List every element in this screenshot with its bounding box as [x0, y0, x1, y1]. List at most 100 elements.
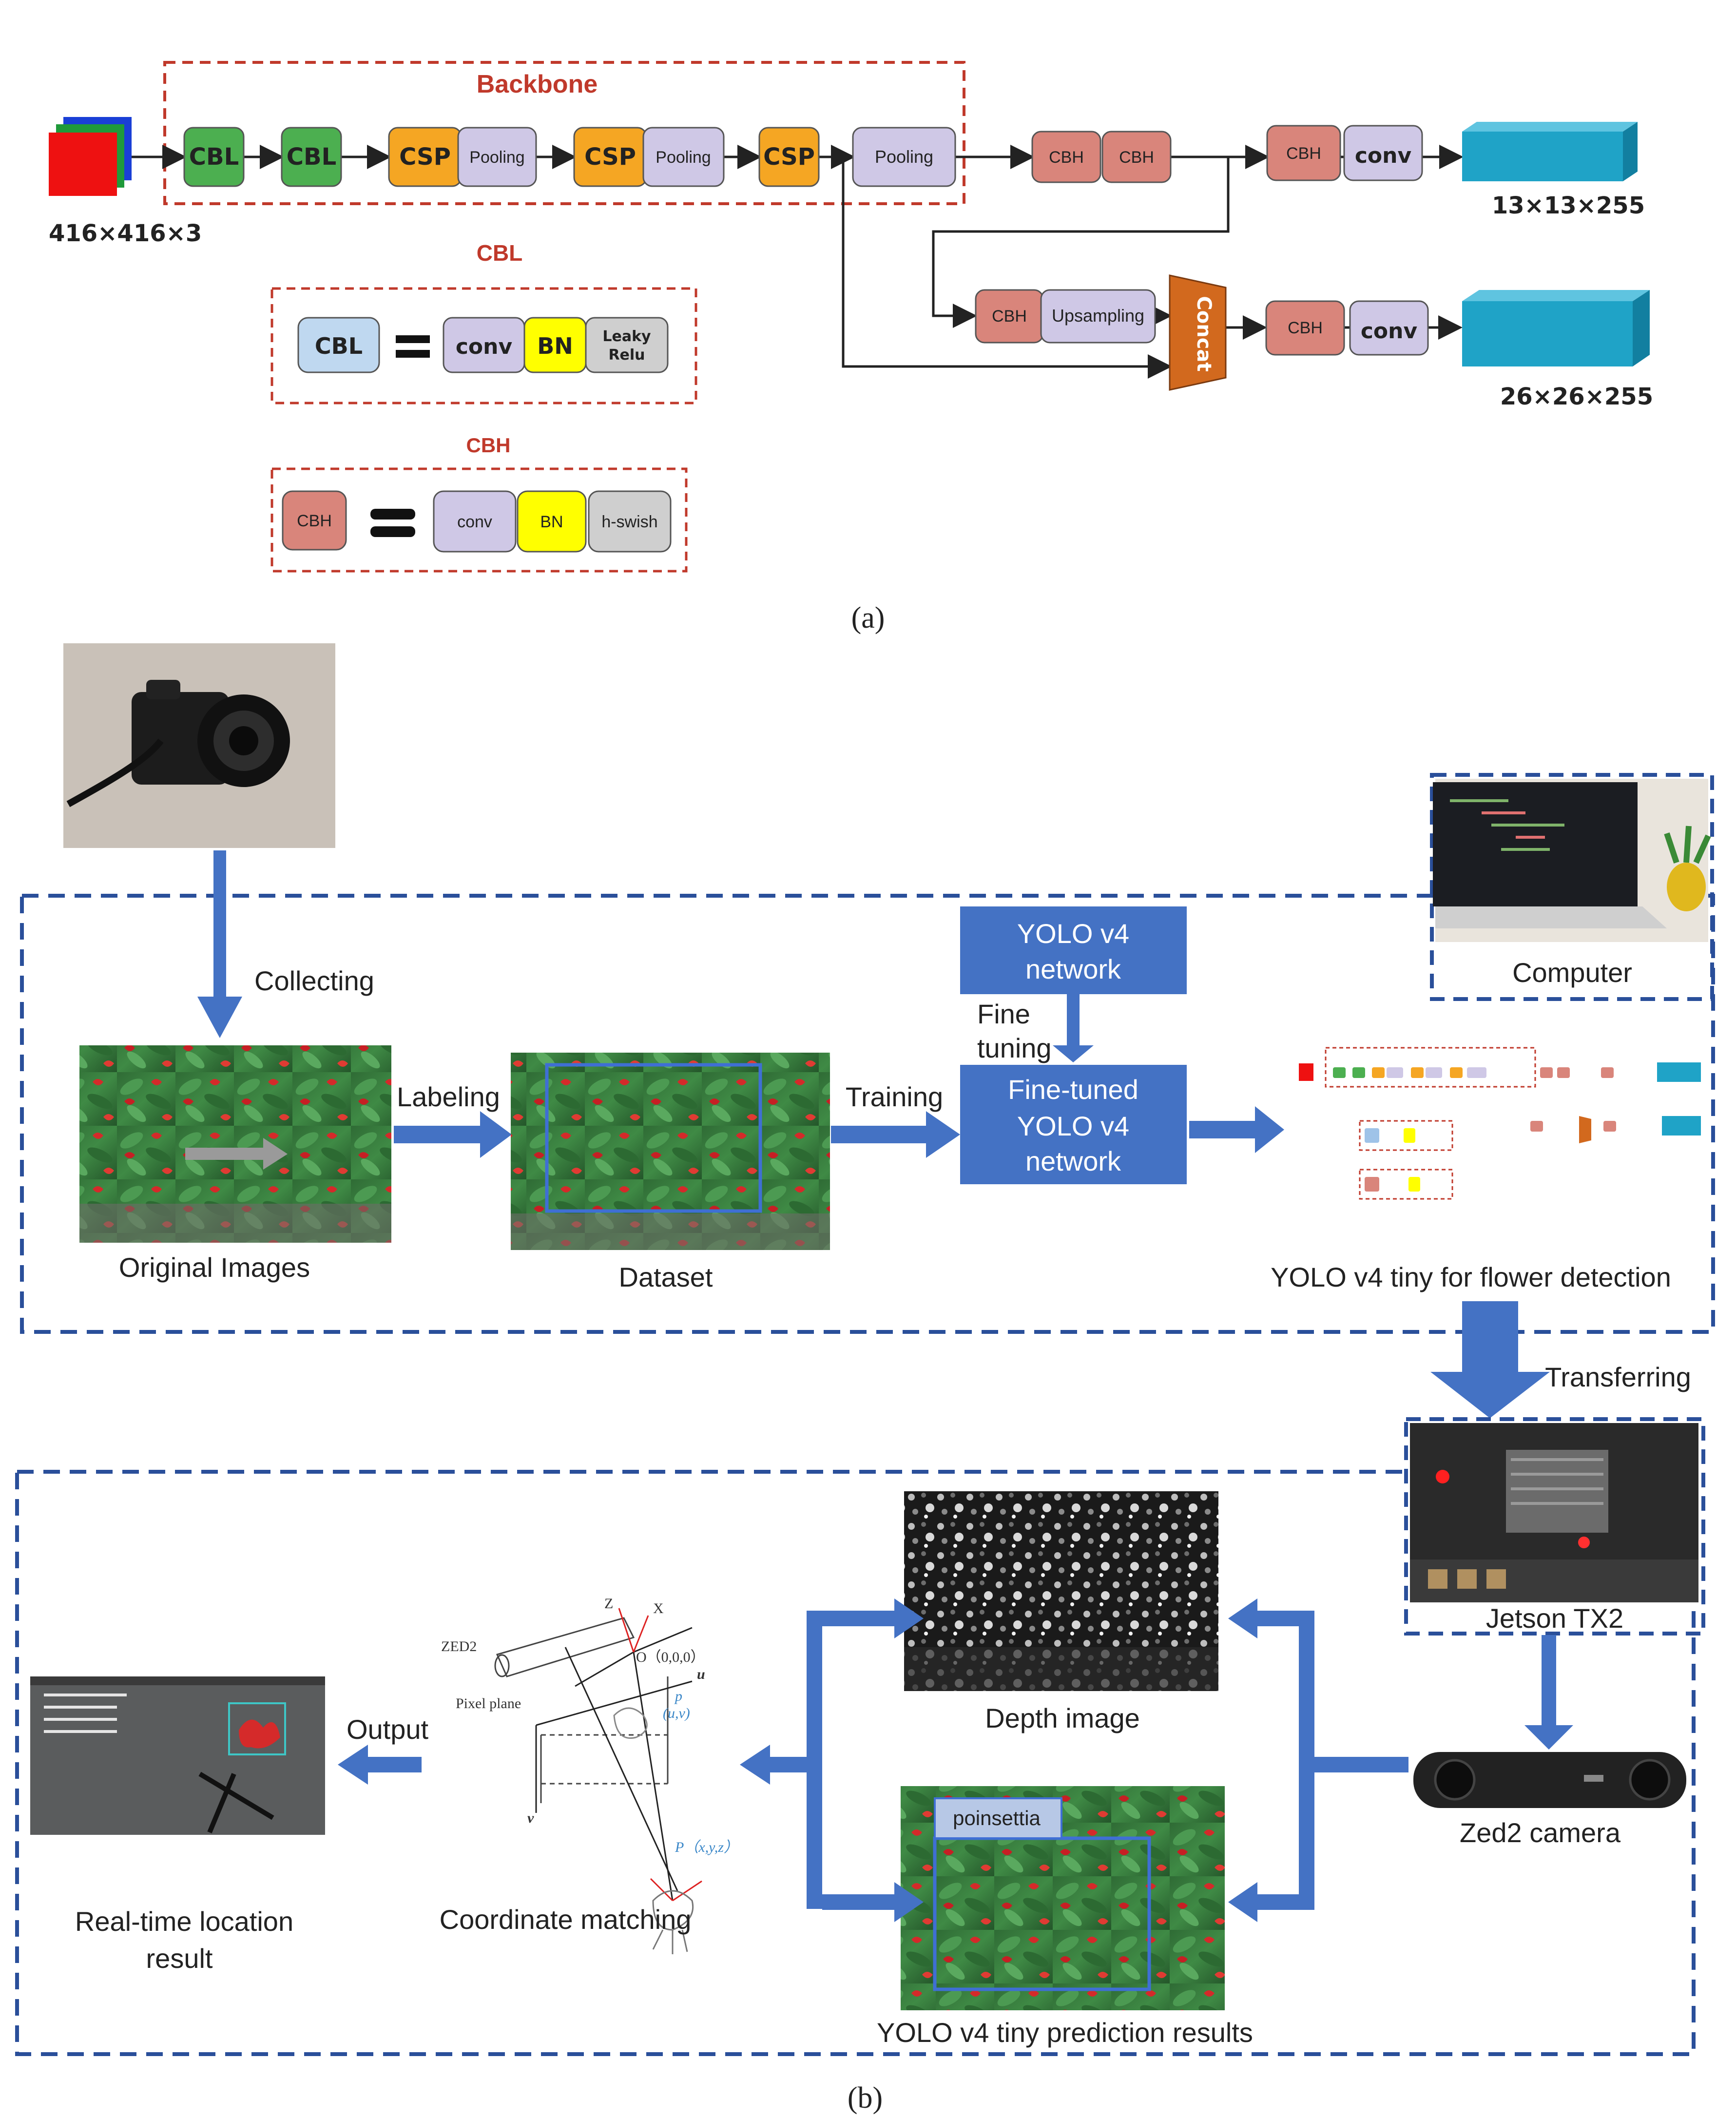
cbh-legend-title: CBH	[466, 434, 511, 457]
left-fork-arrows	[740, 1598, 924, 1922]
svg-text:Upsampling: Upsampling	[1052, 306, 1144, 326]
backbone-title: Backbone	[477, 70, 598, 98]
caption-a: (a)	[851, 601, 885, 635]
coord-zed2-label: ZED2	[441, 1638, 477, 1655]
yolo-network-box: YOLO v4 network	[960, 906, 1187, 994]
concat-block: Concat	[1169, 274, 1227, 391]
coord-u-label: u	[697, 1666, 705, 1682]
jetson-photo	[1410, 1423, 1698, 1602]
zed2-camera-label: Zed2 camera	[1460, 1817, 1621, 1848]
output-tensor-2	[1462, 290, 1650, 366]
svg-text:CBH: CBH	[992, 307, 1027, 326]
fine-tuning-label-2: tuning	[977, 1033, 1052, 1063]
panel-b: Collecting Original Images Labeling Data…	[15, 643, 1715, 2115]
svg-text:CBH: CBH	[1049, 148, 1084, 167]
svg-text:conv: conv	[456, 334, 513, 359]
output-1-label: 13×13×255	[1492, 192, 1645, 219]
svg-text:conv: conv	[1355, 143, 1412, 168]
svg-text:Fine-tuned: Fine-tuned	[1008, 1074, 1138, 1105]
svg-text:CBH: CBH	[1288, 319, 1323, 337]
csp-block-1: CSP	[388, 127, 462, 187]
upsampling-block: Upsampling	[1040, 289, 1156, 344]
backbone-frame	[163, 61, 965, 205]
svg-text:CSP: CSP	[584, 143, 636, 171]
yolo-tiny-label: YOLO v4 tiny for flower detection	[1271, 1262, 1671, 1292]
svg-text:network: network	[1025, 1146, 1121, 1176]
collecting-arrow	[197, 850, 242, 1038]
coord-p-small-label: p	[674, 1688, 682, 1704]
labeling-arrow	[394, 1111, 512, 1158]
cbl-legend-conv: conv	[443, 317, 525, 373]
svg-text:CBH: CBH	[1286, 144, 1321, 163]
cbl-legend-equals	[396, 335, 430, 358]
svg-text:CBL: CBL	[189, 143, 239, 171]
labeling-label: Labeling	[397, 1081, 500, 1112]
training-region-frame	[20, 894, 1715, 1334]
dataset-photo	[511, 1053, 830, 1250]
poinsettia-tag: poinsettia	[953, 1807, 1041, 1829]
transferring-arrow	[1430, 1301, 1550, 1418]
coord-v-label: v	[527, 1810, 534, 1826]
pooling-block-1: Pooling	[457, 127, 537, 187]
coord-p-big-label: P（x,y,z）	[675, 1839, 738, 1855]
output-arrow	[338, 1745, 422, 1785]
collecting-label: Collecting	[254, 965, 374, 996]
coord-origin-label: O（0,0,0）	[636, 1649, 705, 1665]
coord-puv-label: (u,v)	[663, 1705, 690, 1721]
jetson-frame	[1404, 1417, 1705, 1636]
jetson-to-zed-arrow	[1524, 1635, 1573, 1750]
cbl-legend-lhs: CBL	[297, 317, 380, 373]
svg-text:CSP: CSP	[763, 143, 815, 171]
branch-arrows	[842, 157, 1463, 379]
cbh-block-1: CBH	[1031, 131, 1101, 183]
svg-text:Relu: Relu	[608, 346, 645, 364]
cbl-block-2: CBL	[281, 127, 342, 187]
conv-block-1: conv	[1343, 125, 1423, 181]
original-images-photo	[79, 1045, 391, 1243]
cbh-block-4: CBH	[975, 289, 1044, 344]
cbh-legend-lhs: CBH	[282, 490, 347, 551]
svg-text:CBH: CBH	[297, 512, 332, 530]
cbl-block-1: CBL	[183, 127, 245, 187]
svg-text:h-swish: h-swish	[601, 513, 657, 531]
prediction-results-photo	[901, 1786, 1225, 2010]
svg-text:BN: BN	[537, 333, 573, 359]
transferring-label: Transferring	[1545, 1362, 1691, 1392]
output-2-label: 26×26×255	[1500, 383, 1653, 410]
svg-text:CBL: CBL	[287, 143, 336, 171]
cbh-legend-activation: h-swish	[588, 490, 672, 553]
output-tensor-1	[1462, 122, 1638, 181]
deployment-region-frame	[15, 1470, 1696, 2056]
realtime-label-1: Real-time location	[75, 1906, 293, 1937]
svg-text:Concat: Concat	[1193, 296, 1215, 371]
zed2-camera-photo	[1413, 1752, 1686, 1808]
cbh-legend-frame	[270, 467, 688, 573]
svg-text:conv: conv	[1361, 319, 1418, 344]
original-images-label: Original Images	[119, 1252, 310, 1283]
pooling-block-2: Pooling	[642, 127, 725, 187]
coordinate-matching-diagram	[494, 1608, 702, 1954]
coord-x-label: X	[653, 1600, 664, 1617]
dataset-label: Dataset	[619, 1262, 713, 1292]
panel-a: Backbone 416×416×3 CBL	[49, 61, 1653, 635]
depth-image	[904, 1491, 1218, 1691]
svg-text:CSP: CSP	[399, 143, 451, 171]
input-tensor-icon	[49, 117, 132, 196]
svg-text:YOLO v4: YOLO v4	[1017, 1111, 1129, 1141]
computer-photo	[1433, 779, 1711, 942]
output-label: Output	[347, 1714, 429, 1745]
conv-block-2: conv	[1349, 300, 1429, 356]
svg-text:YOLO v4: YOLO v4	[1017, 918, 1129, 949]
fine-tuning-label-1: Fine	[977, 999, 1030, 1029]
cbl-legend-title: CBL	[477, 240, 523, 266]
svg-text:Pooling: Pooling	[656, 148, 711, 167]
svg-text:conv: conv	[457, 513, 492, 531]
cbl-legend-activation: Leaky Relu	[585, 317, 669, 373]
computer-frame	[1430, 773, 1714, 1001]
svg-text:BN: BN	[540, 513, 563, 531]
caption-b: (b)	[848, 2081, 883, 2115]
pooling-block-3: Pooling	[852, 127, 956, 187]
cbh-block-3: CBH	[1266, 125, 1341, 181]
training-arrow	[831, 1111, 960, 1158]
